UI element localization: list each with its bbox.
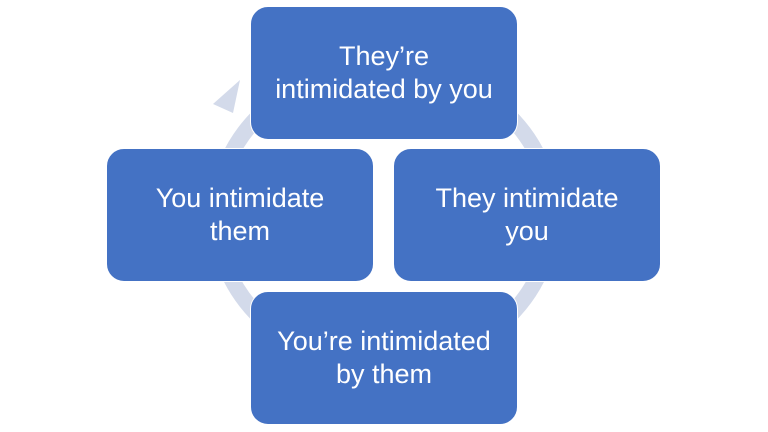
cycle-node-left: You intimidate them <box>106 148 374 282</box>
cycle-arrowhead <box>213 80 240 113</box>
cycle-node-right: They intimidate you <box>393 148 661 282</box>
cycle-node-top: They’re intimidated by you <box>250 6 518 140</box>
cycle-node-bottom: You’re intimidated by them <box>250 291 518 425</box>
